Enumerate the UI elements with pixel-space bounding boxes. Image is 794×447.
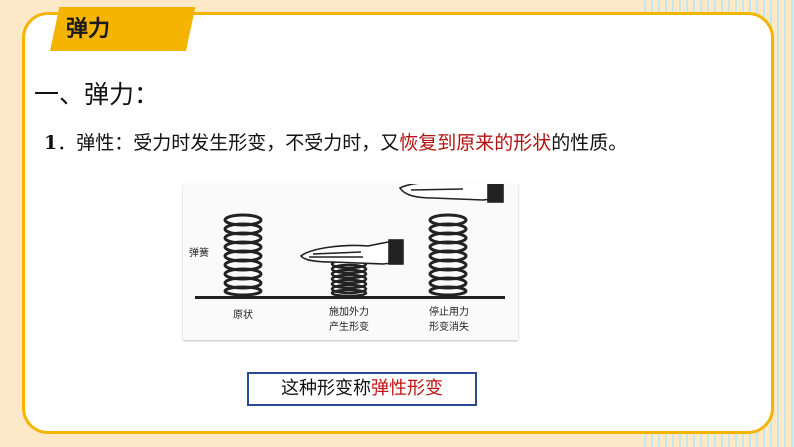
caption-text: 这种形变称 [281, 378, 371, 399]
caption-highlight: 弹性形变 [371, 378, 443, 399]
ground-line [195, 296, 505, 299]
spring-figure: 弹簧 原状 施加外力 产生形变 停止用力 形变消失 [183, 184, 518, 340]
spring-original-icon [223, 213, 263, 297]
point-text-after: 的性质。 [551, 132, 628, 154]
point-number: 1 [44, 132, 58, 154]
spring-restored-icon [428, 213, 468, 297]
point-highlight: 恢复到原来的形状 [399, 132, 552, 154]
section-heading: 一、弹力： [34, 80, 160, 109]
hand-lifted-icon [398, 184, 504, 203]
spring-illustration [195, 184, 505, 299]
state-original-label: 原状 [233, 310, 253, 321]
point-dot: ． [57, 132, 77, 154]
point-text-before: 受力时发生形变，不受力时，又 [133, 132, 400, 154]
hand-pressing-icon [299, 239, 404, 265]
section-tag: 弹力 [66, 17, 111, 42]
caption-box: 这种形变称弹性形变 [247, 372, 477, 406]
spring-label: 弹簧 [189, 248, 209, 259]
state-restored-label: 停止用力 形变消失 [429, 307, 469, 333]
point-term: 弹性： [76, 132, 134, 154]
definition-point: 1．弹性：受力时发生形变，不受力时，又恢复到原来的形状的性质。 [44, 128, 627, 155]
state-compressed-label: 施加外力 产生形变 [329, 307, 369, 333]
spring-compressed-icon [330, 258, 368, 298]
